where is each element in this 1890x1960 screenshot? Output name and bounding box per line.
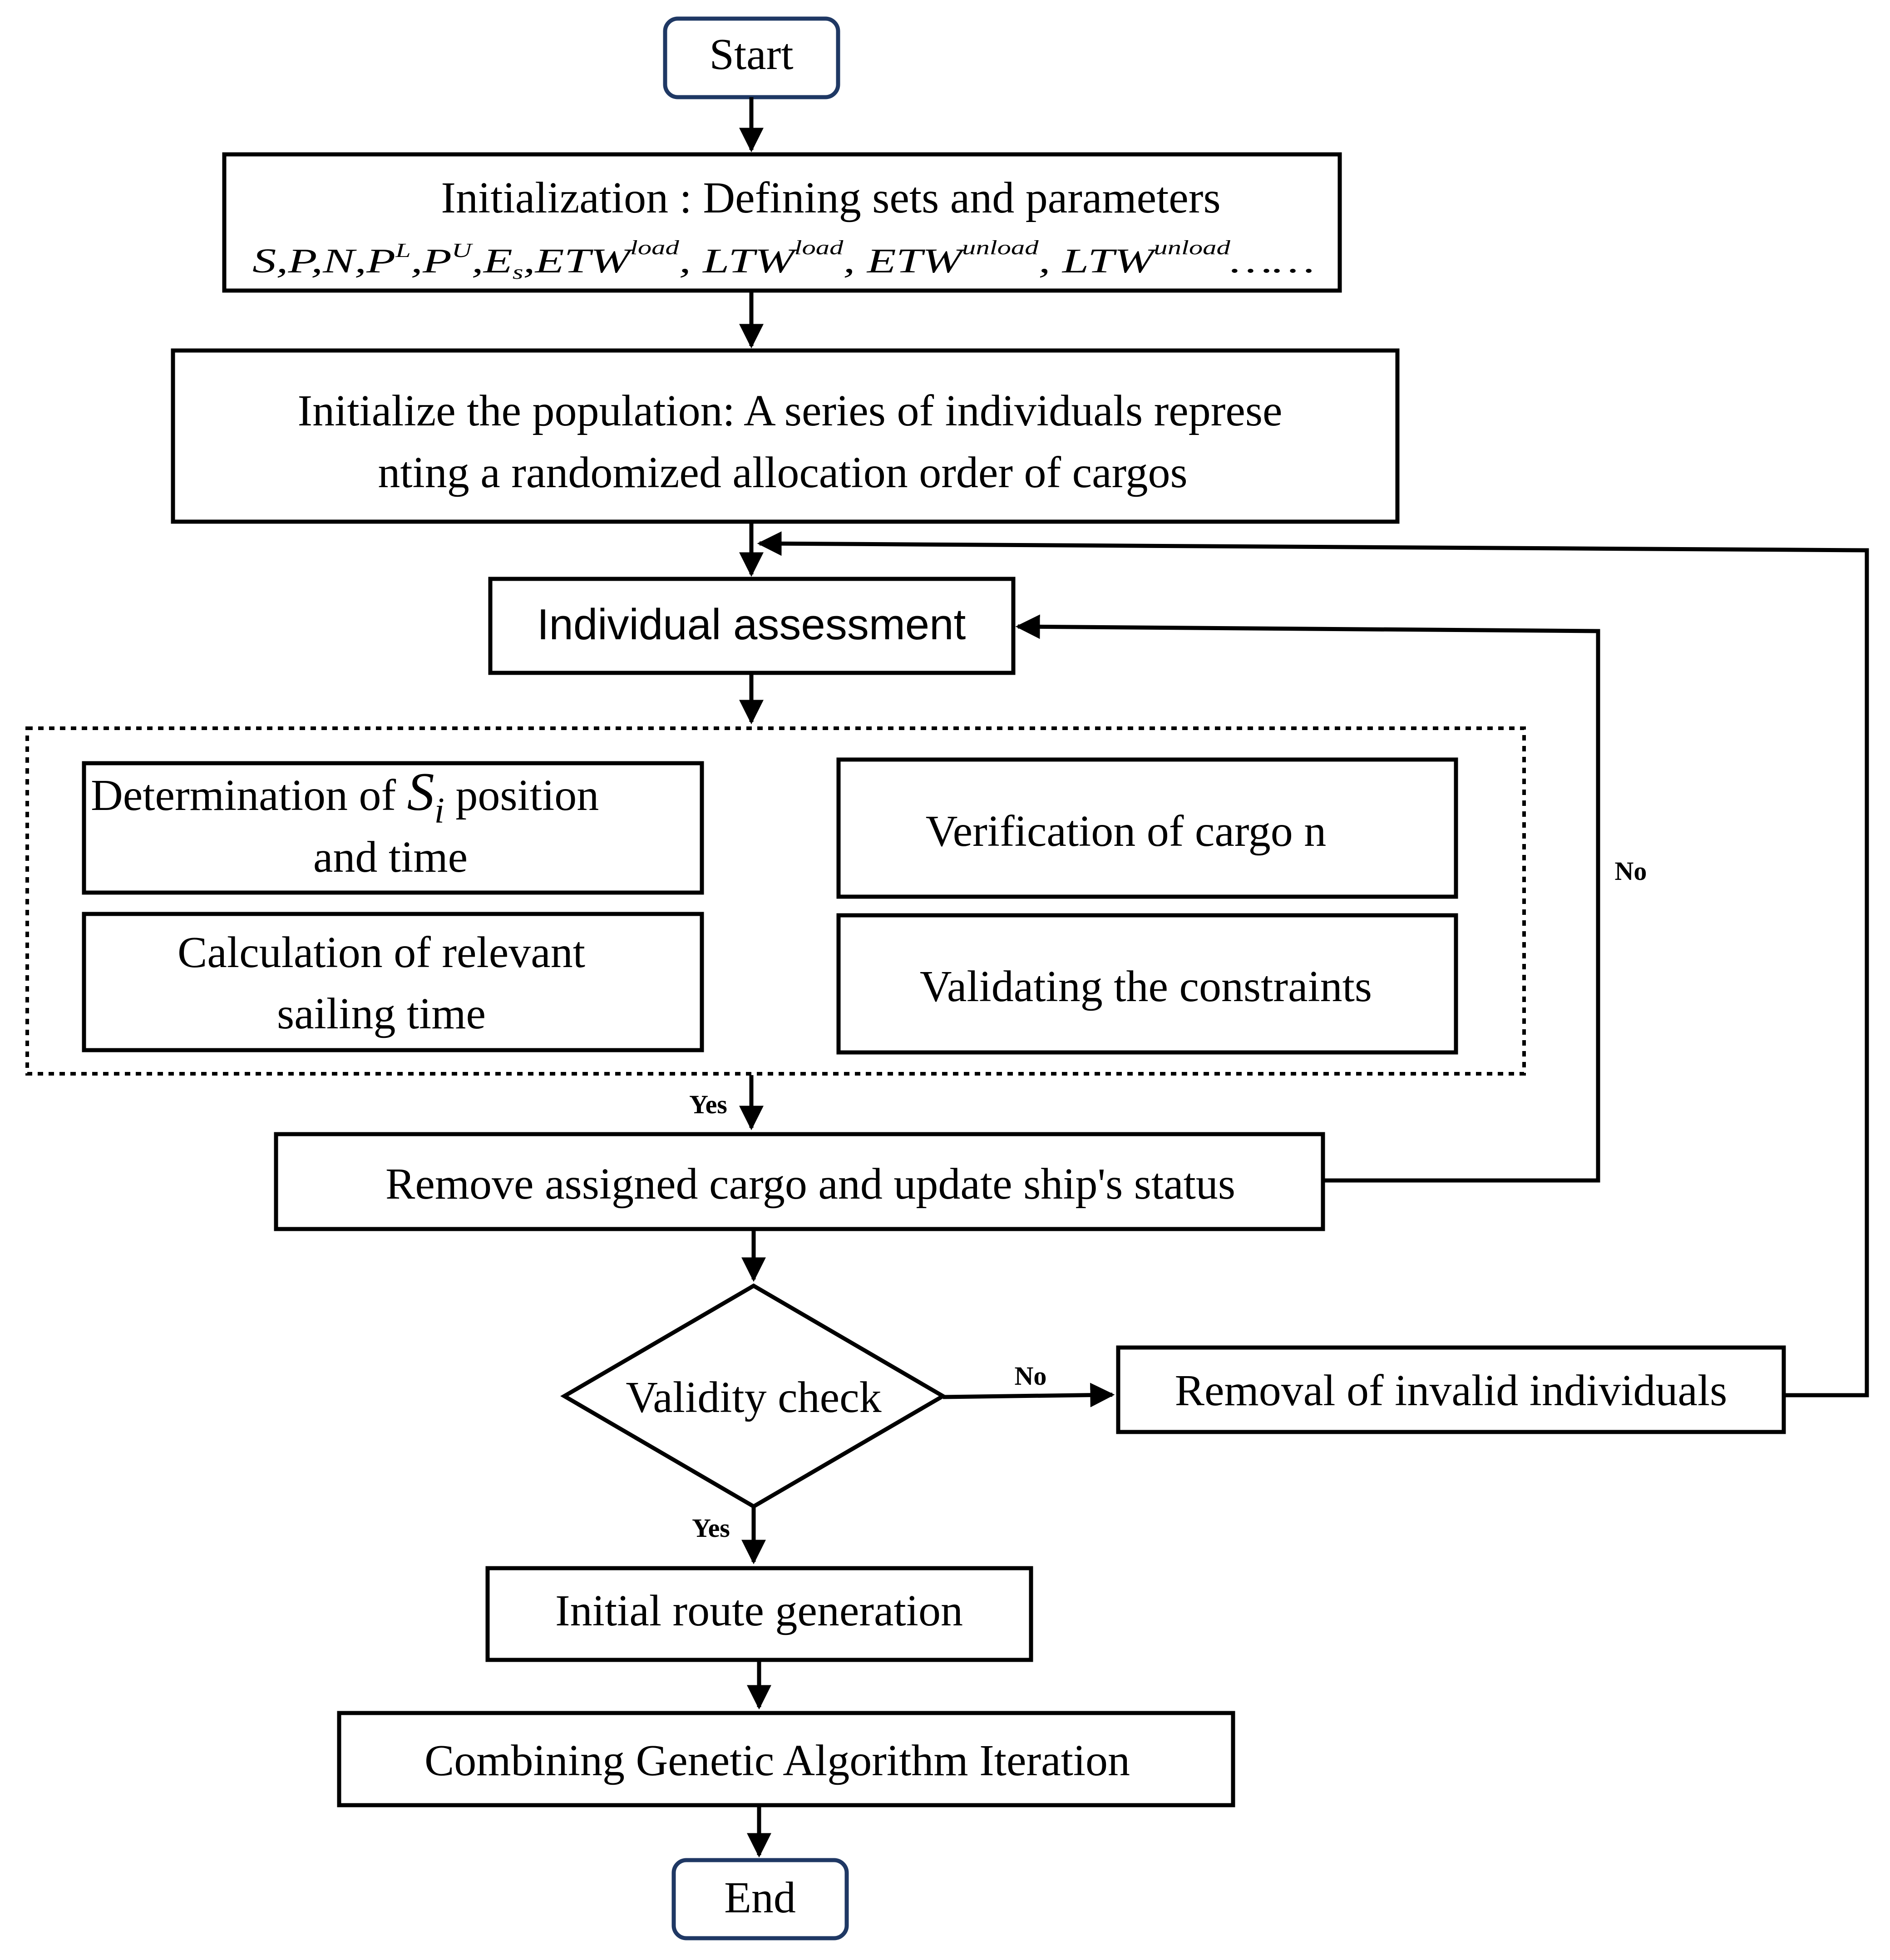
validating-box: [836, 913, 1458, 1055]
population-box: [171, 348, 1400, 524]
arrow-removal-loop: [757, 531, 1869, 1397]
removal-invalid-label: Removal of invalid individuals: [1175, 1366, 1727, 1415]
validity-check-label: Validity check: [626, 1373, 881, 1422]
remove-assigned-label: Remove assigned cargo and update ship's …: [385, 1160, 1235, 1209]
edge-label-no-validity: No: [1015, 1361, 1047, 1391]
population-line-1: Initialize the population: A series of i…: [297, 386, 1282, 435]
individual-assessment-label: Individual assessment: [537, 600, 966, 649]
edge-label-yes-remove: Yes: [689, 1090, 727, 1119]
end-label: End: [724, 1873, 796, 1922]
determination-line-1: Determination of Si position: [91, 761, 599, 831]
validating-label: Validating the constraints: [920, 962, 1372, 1011]
calculation-line-1: Calculation of relevant: [178, 928, 585, 977]
start-label: Start: [709, 30, 793, 79]
determination-box: [82, 761, 704, 895]
determination-line-2: and time: [313, 833, 468, 882]
initialization-box: [222, 152, 1342, 293]
individual-assessment-box: [488, 577, 1016, 675]
arrow-remove-no-loop: [1015, 614, 1600, 1183]
edge-label-yes-validity: Yes: [692, 1513, 730, 1543]
end-terminal: [671, 1858, 849, 1940]
evaluation-group: [25, 726, 1526, 1076]
calculation-box: [82, 912, 704, 1052]
route-generation-label: Initial route generation: [555, 1586, 963, 1635]
remove-assigned-box: [274, 1132, 1325, 1231]
combining-box: [337, 1711, 1235, 1807]
edge-label-no-loop: No: [1615, 856, 1647, 886]
arrow-validity-to-removal: [943, 1382, 1115, 1407]
initialization-title: Initialization : Defining sets and param…: [441, 173, 1220, 222]
combining-label: Combining Genetic Algorithm Iteration: [424, 1736, 1130, 1785]
calculation-line-2: sailing time: [277, 989, 486, 1038]
verification-label: Verification of cargo n: [926, 807, 1327, 856]
removal-invalid-box: [1116, 1345, 1786, 1434]
verification-box: [836, 757, 1458, 899]
population-line-2: nting a randomized allocation order of c…: [378, 448, 1187, 497]
